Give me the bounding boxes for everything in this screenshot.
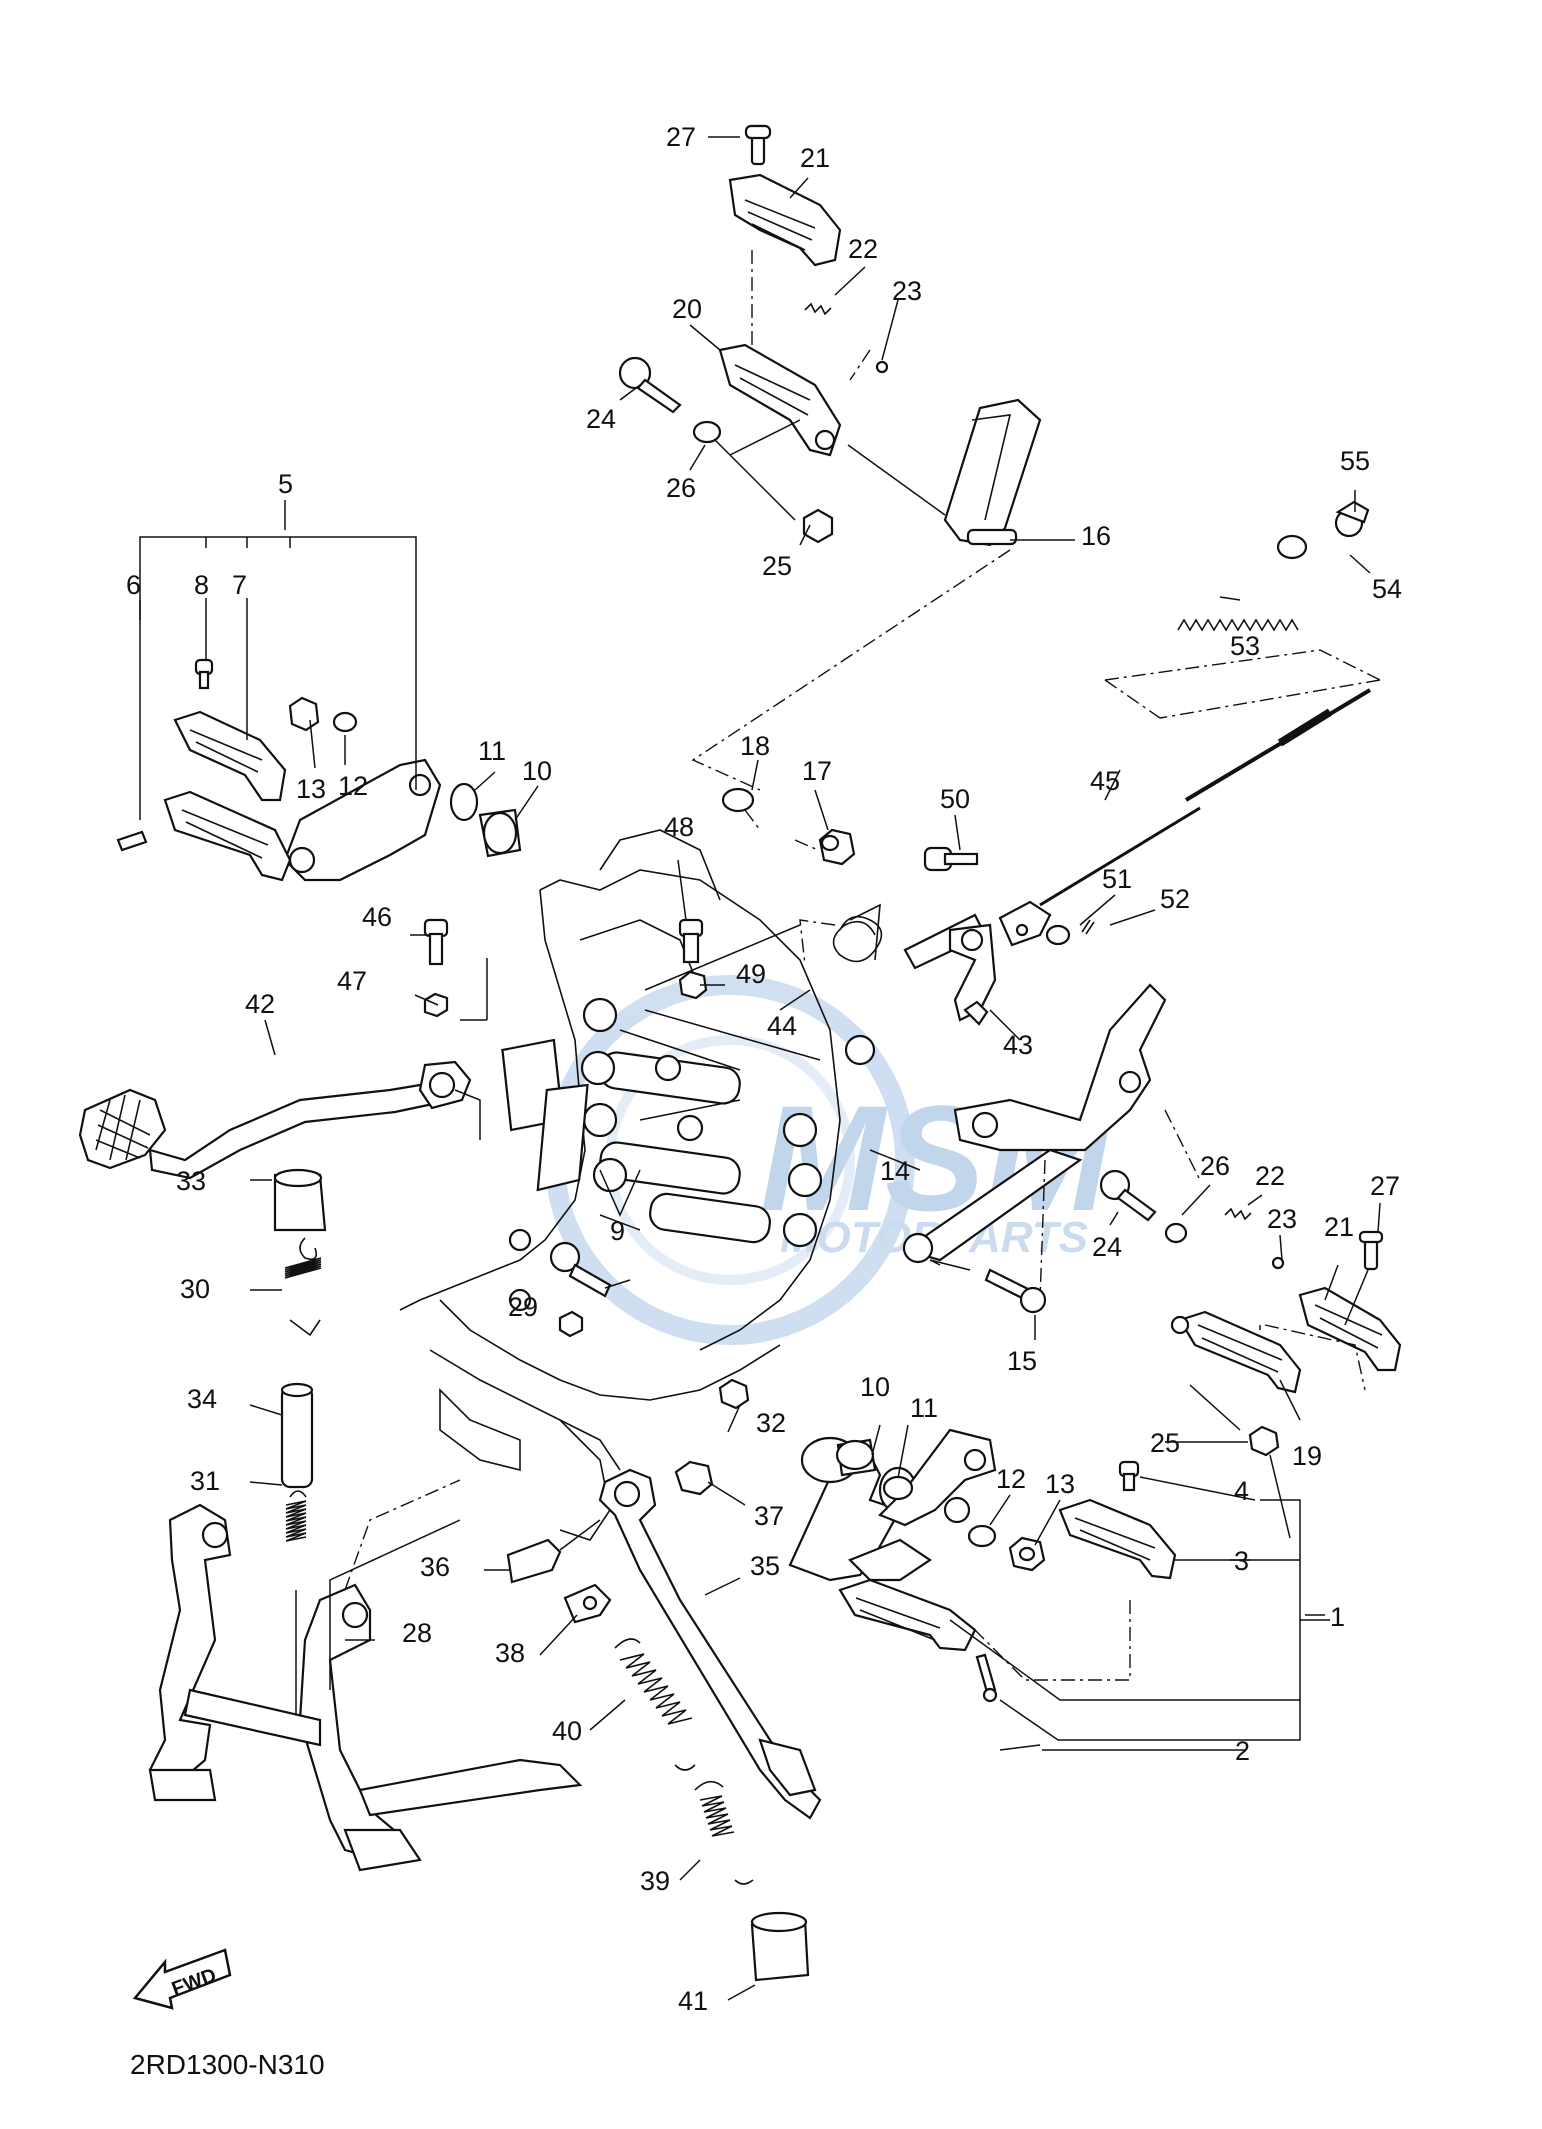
callout-34: 34 (187, 1384, 217, 1414)
callout-leaders (139, 136, 1381, 2001)
callout-52: 52 (1160, 884, 1190, 914)
diagram-code: 2RD1300-N310 (130, 2049, 325, 2080)
callout-49: 49 (736, 959, 766, 989)
callout-48: 48 (664, 812, 694, 842)
callout-37: 37 (754, 1501, 784, 1531)
callout-38: 38 (495, 1638, 525, 1668)
callout-29: 29 (508, 1292, 538, 1322)
callout-24-top: 24 (586, 404, 616, 434)
callout-1: 1 (1330, 1602, 1345, 1632)
callout-8: 8 (194, 570, 209, 600)
callout-25-right: 25 (1150, 1428, 1180, 1458)
pivot-collar-group (721, 787, 856, 866)
brake-pedal-shaft (644, 903, 997, 1061)
rear-footrest-bracket-right (902, 983, 1285, 1314)
callout-16: 16 (1081, 521, 1111, 551)
callout-51: 51 (1102, 864, 1132, 894)
callout-21-top: 21 (800, 143, 830, 173)
callout-50: 50 (940, 784, 970, 814)
callout-12-right: 12 (996, 1464, 1026, 1494)
front-footrest-assembly-right (788, 1428, 1330, 1751)
callout-30: 30 (180, 1274, 210, 1304)
callout-10-left: 10 (522, 756, 552, 786)
callout-10-right: 10 (860, 1372, 890, 1402)
callout-28: 28 (402, 1618, 432, 1648)
callout-23-top: 23 (892, 276, 922, 306)
callout-7: 7 (232, 570, 247, 600)
callout-17: 17 (802, 756, 832, 786)
callout-22-right: 22 (1255, 1161, 1285, 1191)
callout-32: 32 (756, 1408, 786, 1438)
callout-11-right: 11 (910, 1393, 938, 1423)
callout-12-left: 12 (338, 771, 368, 801)
callout-27-right: 27 (1370, 1171, 1400, 1201)
callout-45: 45 (1090, 766, 1120, 796)
callout-14: 14 (880, 1156, 910, 1186)
callout-13-right: 13 (1045, 1469, 1075, 1499)
callout-36: 36 (420, 1552, 450, 1582)
callout-15: 15 (1007, 1346, 1037, 1376)
main-stand-assembly (148, 1168, 583, 1872)
callout-41: 41 (678, 1986, 708, 2016)
callout-39: 39 (640, 1866, 670, 1896)
callout-31: 31 (190, 1466, 220, 1496)
callout-21-right: 21 (1324, 1212, 1354, 1242)
fasteners-center (423, 918, 708, 1021)
callout-53: 53 (1230, 631, 1260, 661)
callout-26-top: 26 (666, 473, 696, 503)
callout-22-top: 22 (848, 234, 878, 264)
callout-2: 2 (1235, 1736, 1250, 1766)
pivot-bolts (549, 1241, 750, 1410)
callout-27-top: 27 (666, 122, 696, 152)
callout-46: 46 (362, 902, 392, 932)
callout-19: 19 (1292, 1441, 1322, 1471)
front-footrest-assembly-left (116, 536, 522, 882)
callout-13-left: 13 (296, 774, 326, 804)
callout-42: 42 (245, 989, 275, 1019)
callout-5: 5 (278, 469, 293, 499)
fwd-arrow: FWD (132, 1948, 232, 2010)
callout-26-right: 26 (1200, 1151, 1230, 1181)
callout-55: 55 (1340, 446, 1370, 476)
callout-18: 18 (740, 731, 770, 761)
callout-11-left: 11 (478, 736, 506, 766)
brake-rod-assembly (923, 500, 1381, 947)
callout-24-right: 24 (1092, 1232, 1122, 1262)
callout-23-right: 23 (1267, 1204, 1297, 1234)
frame-section (399, 829, 876, 1541)
rear-footrest-assembly-top (618, 124, 1042, 791)
callout-6: 6 (126, 570, 141, 600)
callout-3: 3 (1234, 1546, 1249, 1576)
callout-54: 54 (1372, 574, 1402, 604)
brake-pedal (78, 1060, 481, 1180)
callout-4: 4 (1234, 1476, 1249, 1506)
callout-25-top: 25 (762, 551, 792, 581)
callout-40: 40 (552, 1716, 582, 1746)
rear-footrest-right (1170, 1230, 1402, 1457)
callout-9: 9 (610, 1216, 625, 1246)
callout-44: 44 (767, 1011, 797, 1041)
callout-33: 33 (176, 1166, 206, 1196)
callout-labels: 27 21 22 23 20 24 26 25 16 55 54 53 5 6 … (126, 122, 1402, 2016)
callout-43: 43 (1003, 1030, 1033, 1060)
callout-35: 35 (750, 1551, 780, 1581)
callout-20: 20 (672, 294, 702, 324)
callout-47: 47 (337, 966, 367, 996)
